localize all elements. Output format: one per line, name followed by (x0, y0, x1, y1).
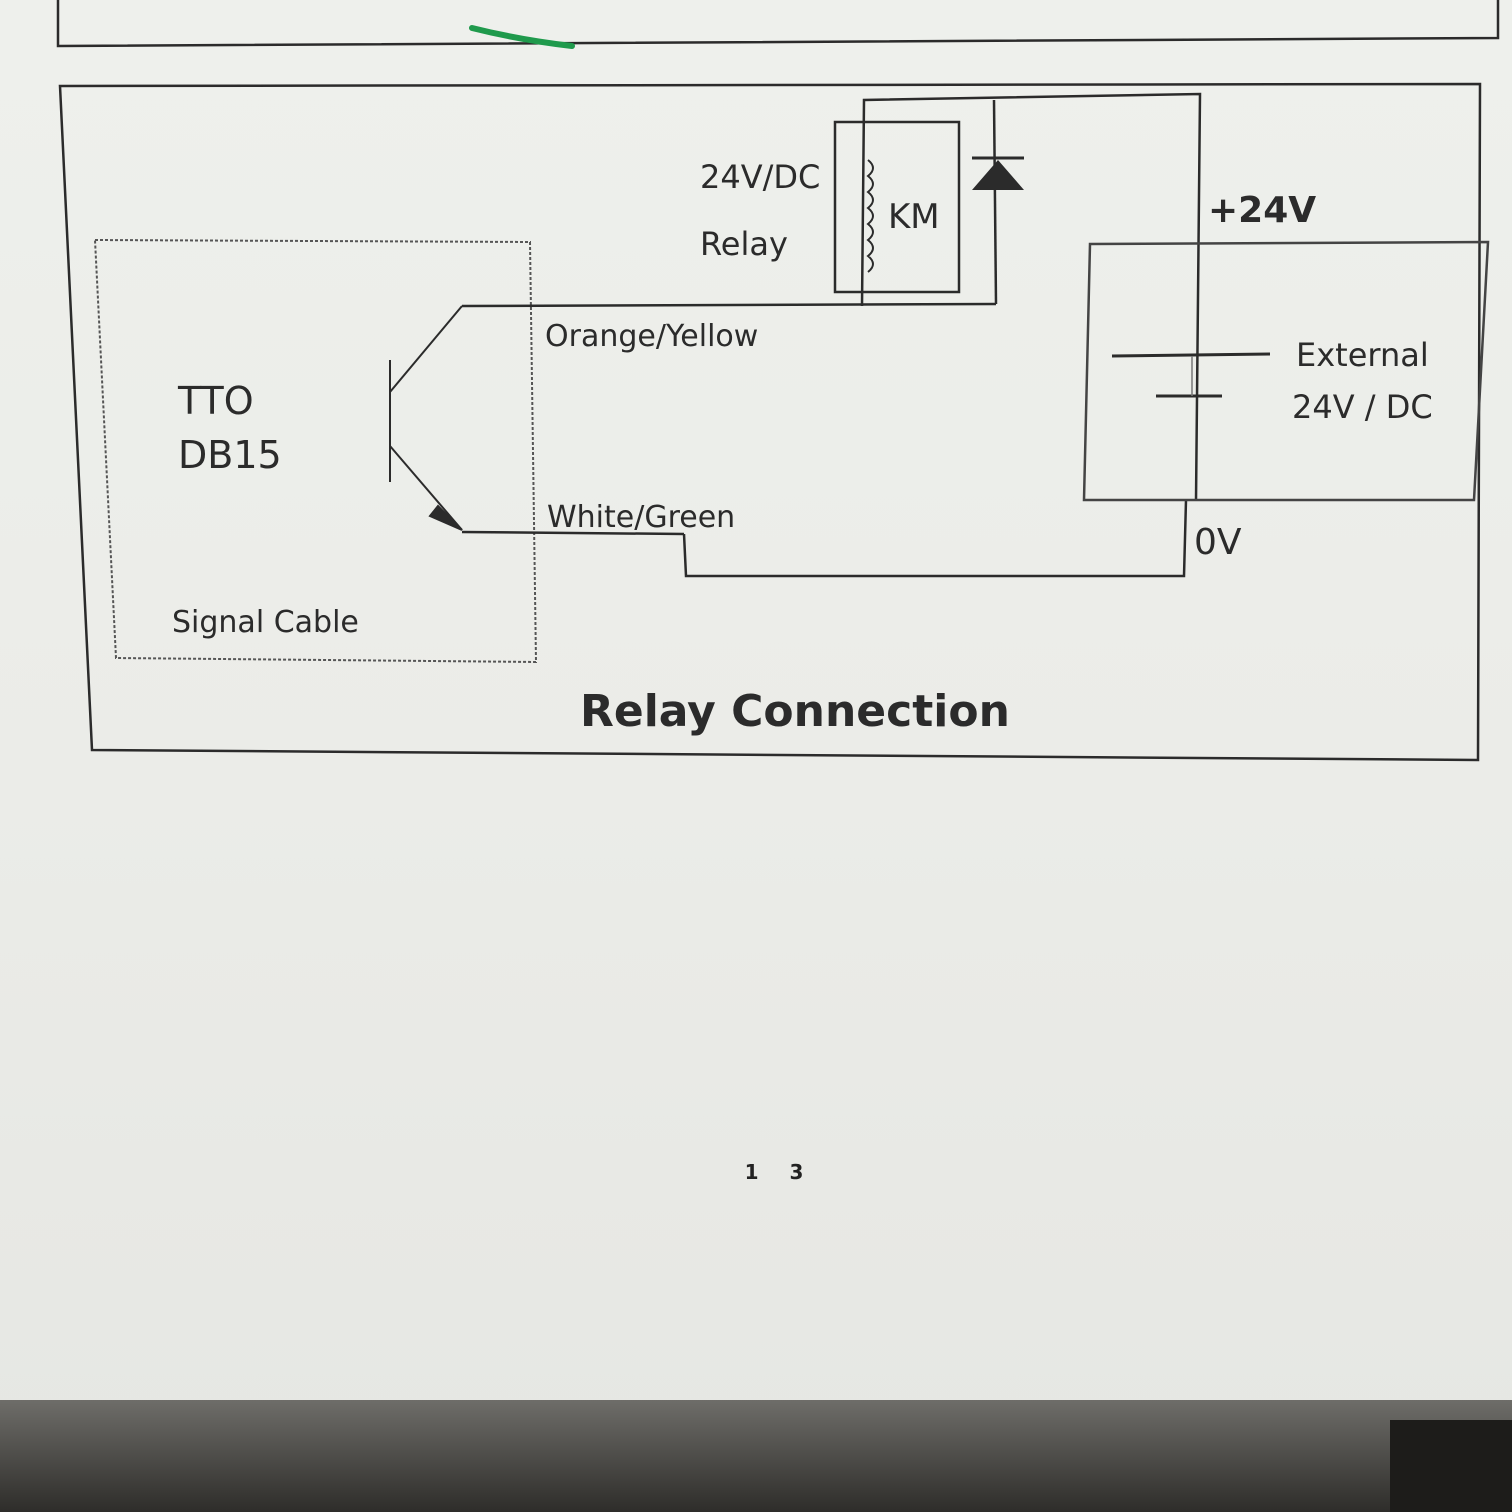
orange-yellow-wire-label: Orange/Yellow (545, 319, 758, 354)
diagram-frame (58, 82, 1482, 762)
paper-sheet (0, 0, 1512, 1435)
diagram-title: Relay Connection (580, 686, 1010, 737)
white-green-wire-label: White/Green (547, 500, 735, 535)
supply-label-line2: 24V / DC (1292, 388, 1433, 426)
circuit-wires (461, 92, 1202, 578)
previous-section-frame (56, 0, 1500, 48)
positive-terminal-label: +24V (1208, 190, 1316, 231)
relay-voltage-label: 24V/DC (700, 158, 820, 196)
relay-coil-icon (866, 159, 874, 273)
supply-label-line1: External (1296, 336, 1429, 374)
controller-box (93, 238, 538, 664)
signal-cable-label: Signal Cable (172, 605, 359, 640)
relay-coil-box (833, 120, 961, 294)
npn-transistor-symbol (389, 305, 463, 531)
controller-label-line2: DB15 (178, 433, 282, 477)
controller-label-line1: TTO (177, 379, 254, 423)
ground-terminal-label: 0V (1194, 522, 1242, 563)
desk-background (0, 1400, 1512, 1512)
flyback-diode-icon (972, 156, 1024, 190)
relay-label: Relay (700, 225, 788, 263)
relay-coil-label: KM (888, 197, 940, 237)
highlighter-mark (469, 25, 575, 49)
battery-symbol-icon (1111, 352, 1271, 398)
external-supply-box (1082, 240, 1490, 502)
page-number: 1 3 (744, 1160, 816, 1184)
desk-shadow (1390, 1420, 1512, 1512)
